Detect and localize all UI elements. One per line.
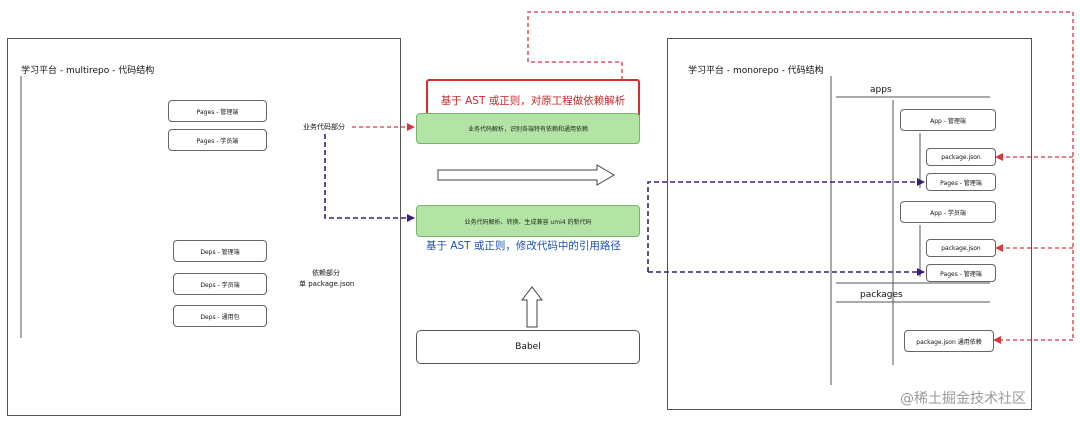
hollow-up-arrow — [520, 286, 544, 328]
red-loop-line — [527, 11, 1074, 340]
dep-label-line2: 单 package.json — [299, 280, 355, 288]
multirepo-deps-student: Deps - 学员端 — [173, 273, 267, 295]
purple-arrow-to-pages-1 — [647, 178, 925, 272]
biz-code-label: 业务代码部分 — [303, 123, 345, 131]
app-admin-box: App - 管理端 — [900, 109, 996, 131]
common-package-json-box: package.json 通用依赖 — [904, 330, 994, 352]
hollow-right-arrow — [437, 164, 615, 186]
blue-annotation: 基于 AST 或正则，修改代码中的引用路径 — [426, 240, 621, 252]
app-student-box: App - 学员端 — [900, 201, 996, 223]
pages-admin-box-1: Pages - 管理端 — [926, 173, 996, 191]
multirepo-deps-admin: Deps - 管理端 — [173, 240, 267, 262]
green-analysis-box: 业务代码解析，识别各端特有依赖和通用依赖 — [416, 113, 640, 144]
multirepo-title: 学习平台 - multirepo - 代码结构 — [21, 66, 155, 76]
watermark: @稀土掘金技术社区 — [900, 391, 1026, 407]
purple-arrow-biz-to-transform — [324, 134, 415, 222]
multirepo-pages-admin: Pages - 管理端 — [168, 100, 267, 122]
apps-label: apps — [870, 85, 892, 95]
pages-admin-box-2: Pages - 管理端 — [926, 264, 996, 282]
babel-box: Babel — [416, 330, 640, 364]
green-transform-box: 业务代码解析、转换、生成兼容 umi4 的新代码 — [416, 205, 640, 237]
multirepo-pages-student: Pages - 学员端 — [168, 129, 267, 151]
multirepo-deps-common: Deps - 通用包 — [173, 305, 267, 327]
monorepo-title: 学习平台 - monorepo - 代码结构 — [688, 66, 824, 76]
dep-label-line1: 依赖部分 — [312, 269, 340, 277]
packages-label: packages — [860, 290, 903, 300]
